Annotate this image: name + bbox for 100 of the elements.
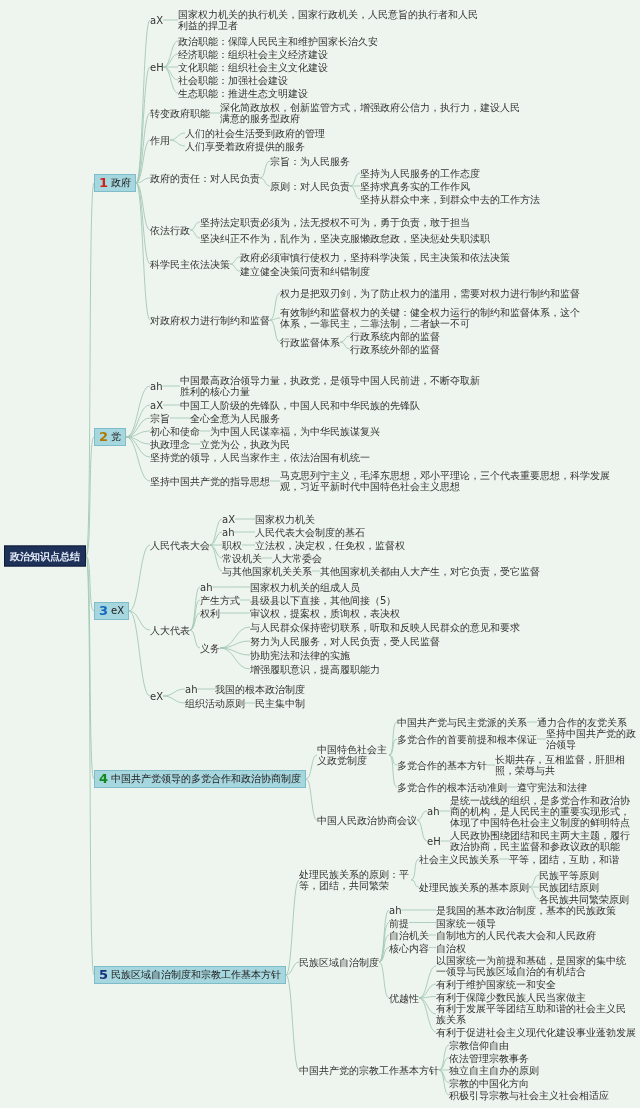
connector-line (438, 1069, 450, 1096)
connector-line (135, 139, 151, 184)
connector-line (269, 292, 281, 321)
connector-line (209, 544, 223, 559)
branch-number: 1 (99, 175, 109, 190)
connector-line (428, 934, 437, 936)
connector-line (212, 586, 251, 588)
topic-text: 以国家统一为前提和基础，是国家的集中统一领导与民族区域自治的有机结合 (436, 955, 633, 977)
branch-title: 政府 (111, 177, 132, 188)
topic-text: 人们的社会生活受到政府的管理 (185, 127, 325, 139)
connector-line (128, 610, 151, 697)
connector-line (526, 721, 538, 723)
topic-text: 各民族共同繁荣原则 (539, 893, 629, 905)
connector-line (163, 53, 179, 68)
topic-text: 政治职能：保障人民民主和维护国家长治久安 (178, 35, 378, 47)
topic-text: 独立自主自办的原则 (449, 1064, 539, 1076)
topic-text: 人民代表大会 (150, 539, 210, 551)
topic-text: 其他国家机关都由人大产生，对它负责，受它监督 (320, 565, 540, 577)
topic-text: ah (222, 526, 235, 538)
topic-text: 行政系统内部的监督 (350, 330, 440, 342)
topic-text: 宗教信仰自由 (449, 1039, 509, 1051)
connector-line (85, 555, 95, 612)
connector-line (486, 764, 496, 766)
connector-line (388, 754, 398, 766)
topic-text: 多党合作的根本活动准则 (397, 781, 507, 793)
connector-line (418, 965, 437, 999)
topic-text: 多党合作的基本方针 (397, 759, 487, 771)
topic-text: 行政系统外部的监督 (350, 343, 440, 355)
connector-line (197, 688, 216, 690)
branch-title: eX (111, 605, 125, 616)
connector-line (209, 518, 223, 546)
connector-line (189, 629, 201, 649)
connector-line (169, 139, 186, 147)
connector-line (410, 858, 420, 881)
topic-text: 前提 (389, 917, 409, 928)
topic-text: 是我国的基本政治制度，基本的民族政策 (436, 904, 616, 916)
connector-line (506, 786, 518, 788)
topic-text: 县级县以下直接，其他间接（5） (250, 594, 397, 606)
connector-line (85, 182, 95, 557)
topic-text: 立党为公，执政为民 (200, 438, 290, 450)
topic-text: 积极引导宗教与社会主义社会相适应 (449, 1089, 609, 1101)
topic-text: 坚持为人民服务的工作态度 (360, 167, 480, 179)
branch-number: 5 (99, 967, 109, 982)
connector-line (189, 221, 201, 231)
topic-text: 职权 (222, 539, 242, 551)
connector-line (339, 335, 351, 343)
topic-text: 建立健全决策问责和纠错制度 (240, 265, 370, 277)
connector-line (269, 319, 281, 343)
topic-text: 经济职能：组织社会主义经济建设 (178, 48, 328, 60)
topic-text: 有利于发展平等团结互助和谐的社会主义民族关系 (436, 1003, 633, 1025)
topic-text: 深化简政放权，创新监管方式，增强政府公信力，执行力，建设人民满意的服务型政府 (220, 102, 522, 124)
connector-line (162, 404, 181, 406)
topic-text: 人大代表 (150, 624, 190, 636)
connector-line (209, 544, 223, 572)
topic-text: 文化职能：组织社会主义文化建设 (178, 61, 328, 73)
connector-line (388, 738, 398, 756)
topic-text: 中国工人阶级的先锋队，中国人民和中华民族的先锋队 (180, 399, 420, 411)
connector-line (234, 518, 256, 520)
topic-text: 平等，团结，互助，和谐 (509, 853, 619, 865)
topic-text: 转变政府职能 (150, 107, 210, 119)
topic-text: 义务 (200, 642, 220, 654)
topic-text: 民主集中制 (255, 697, 305, 709)
topic-text: 增强履职意识，提高履职能力 (250, 663, 380, 675)
connector-line (440, 840, 451, 842)
branch-topic-box (94, 428, 127, 446)
connector-line (163, 66, 179, 68)
topic-text: 依法行政 (150, 224, 190, 236)
connector-line (125, 385, 151, 438)
topic-text: 权力是把双刃剑，为了防止权力的滥用，需要对权力进行制约和监督 (280, 287, 582, 299)
connector-line (439, 810, 451, 812)
topic-text: 立法权，决定权，任免权，监督权 (255, 539, 405, 551)
connector-line (209, 544, 223, 546)
branch-number: 2 (99, 429, 109, 444)
connector-line (162, 688, 186, 697)
topic-text: 有利于促进社会主义现代化建设事业蓬勃发展 (436, 1026, 636, 1038)
connector-line (339, 341, 351, 350)
connector-line (135, 177, 151, 184)
connector-line (229, 263, 241, 272)
topic-text: 遵守宪法和法律 (517, 781, 587, 793)
connector-line (169, 417, 191, 419)
connector-line (125, 436, 151, 482)
connector-line (349, 185, 361, 200)
connector-line (135, 182, 151, 265)
connector-line (438, 1044, 450, 1071)
topic-text: aX (222, 513, 235, 525)
topic-text: ah (200, 581, 213, 593)
connector-line (410, 879, 420, 888)
topic-text: 坚持中国共产党的指导思想 (150, 475, 270, 487)
connector-line (128, 610, 151, 631)
connector-line (135, 182, 151, 231)
topic-text: 国家权力机关的执行机关，国家行政机关，人民意旨的执行者和人民利益的捍卫者 (178, 9, 480, 31)
topic-text: 依法管理宗教事务 (449, 1052, 529, 1063)
connector-line (378, 961, 390, 999)
connector-line (311, 570, 321, 572)
connector-line (219, 647, 251, 670)
connector-line (244, 702, 256, 704)
topic-text: 处理民族关系的原则：平等，团结，共同繁荣 (299, 869, 411, 891)
topic-text: ah (389, 904, 402, 916)
connector-line (189, 612, 201, 631)
connector-line (162, 385, 181, 387)
